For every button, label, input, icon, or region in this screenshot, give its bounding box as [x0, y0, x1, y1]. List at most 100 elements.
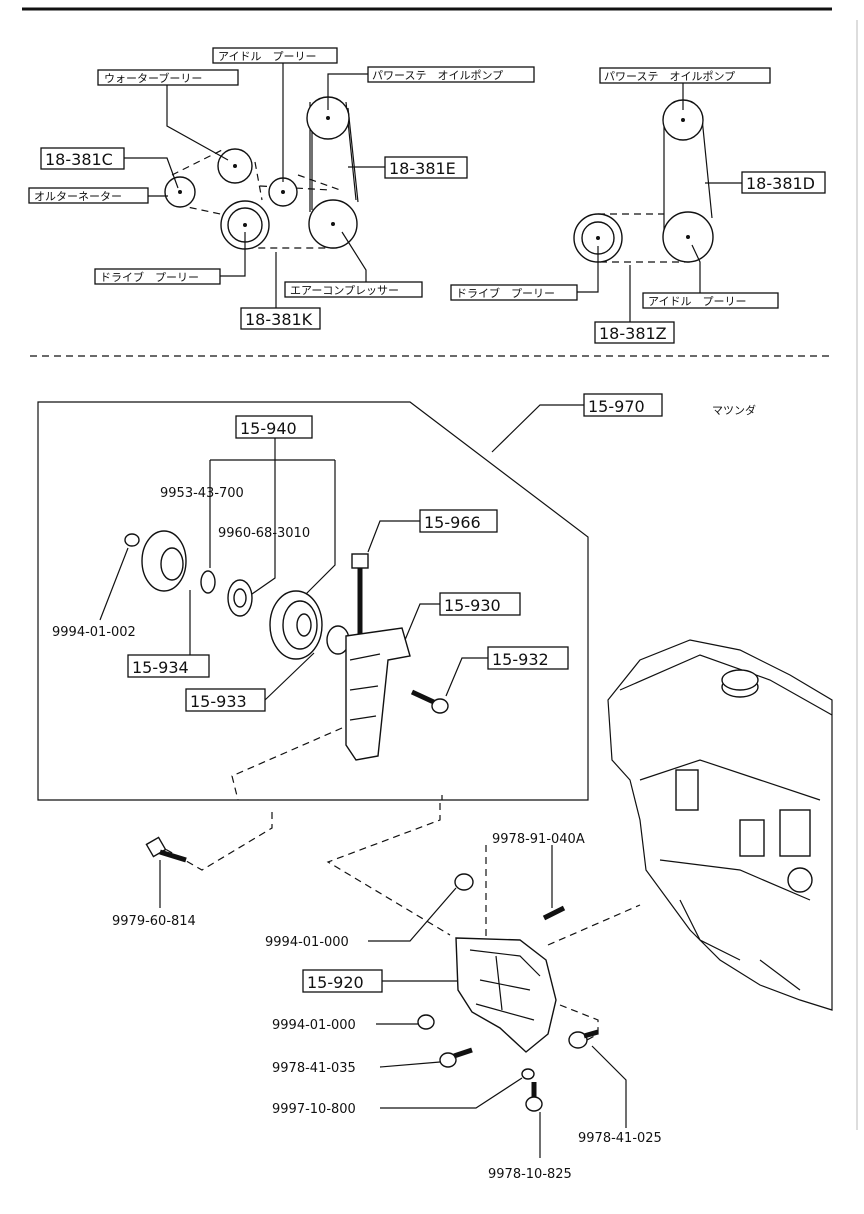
air-compressor-pulley-center — [331, 222, 335, 226]
label-box-drive-pulley-right — [450, 284, 578, 301]
label-box-water-pump — [97, 69, 239, 86]
label-power-steering-right: パワーステ オイルポンプ — [604, 70, 735, 83]
label-drive-pulley-right: ドライブ プーリー — [456, 286, 555, 300]
label-drive-pulley: ドライブ プーリー — [100, 270, 199, 284]
snap-ring — [200, 570, 216, 594]
pin-head — [431, 698, 449, 714]
leader-15-933 — [264, 652, 315, 701]
bolt-lower-head — [439, 1052, 457, 1068]
oil-filler-cap-top — [721, 669, 759, 691]
leader-15-932 — [445, 657, 488, 697]
ref-box-18-381C — [40, 147, 125, 170]
pn-snap-ring: 9953-43-700 — [160, 486, 244, 501]
label-alternator: オルターネーター — [34, 190, 122, 203]
ref-18-381K: 18-381K — [245, 310, 313, 329]
bolt-left-shank — [159, 849, 187, 863]
power-steering-pulley-center — [326, 116, 330, 120]
label-power-steering: パワーステ オイルポンプ — [372, 69, 503, 82]
engine-port — [787, 867, 813, 893]
pn-bolt-bottom: 9978-10-825 — [488, 1167, 572, 1182]
pn-bolt-right: 9978-41-025 — [578, 1131, 662, 1146]
leader-15-970 — [491, 404, 584, 453]
engine-detail-lines — [619, 654, 833, 901]
drive-pulley-center — [243, 223, 247, 227]
alternator-belt — [171, 149, 263, 216]
leader-nut-top — [368, 887, 457, 942]
ref-15-920: 15-920 — [307, 973, 364, 992]
label-box-alternator — [28, 187, 149, 204]
ref-15-933: 15-933 — [190, 692, 247, 711]
power-steering-belt-right — [663, 117, 713, 232]
idler-pulley-center — [281, 190, 285, 194]
bearing-inner — [233, 588, 247, 608]
nut-mid — [417, 1014, 435, 1030]
label-box-air-compressor — [284, 281, 423, 298]
drive-pulley-right-center — [596, 236, 600, 240]
label-idler-right: アイドル プーリー — [648, 295, 746, 308]
ref-15-932: 15-932 — [492, 650, 549, 669]
ref-18-381Z: 18-381Z — [599, 324, 667, 343]
pn-bolt-left: 9979-60-814 — [112, 914, 196, 929]
belt-diagram-left: アイドル プーリー ウォーターブーリー パワーステ オイルポンプ 18-381C… — [28, 47, 535, 330]
leader-18-381C — [124, 157, 179, 189]
bolt-lower-shank — [453, 1047, 473, 1059]
ref-box-15-930 — [439, 592, 521, 616]
small-nut — [124, 533, 140, 547]
engine-boss-2 — [739, 819, 765, 857]
leader-power-steering — [327, 73, 368, 110]
ref-box-18-381D — [741, 171, 826, 194]
bolt-right-shank — [583, 1029, 599, 1039]
ref-box-15-933 — [185, 688, 266, 712]
assembly-dash-upper — [231, 727, 443, 801]
ref-15-934: 15-934 — [132, 658, 189, 677]
idler-bracket — [345, 627, 411, 761]
label-box-drive-pulley — [94, 268, 221, 285]
bolt-bottom-head — [525, 1096, 543, 1112]
cover-plate-hub — [160, 547, 184, 581]
leader-drive-pulley-right — [577, 246, 599, 293]
leader-washer-lower — [380, 1077, 523, 1109]
washer-lower — [521, 1068, 535, 1080]
label-idler: アイドル プーリー — [218, 50, 316, 63]
leader-bolt-right — [591, 1045, 627, 1128]
bracket-15-940 — [209, 438, 336, 599]
ref-18-381C: 18-381C — [45, 150, 113, 169]
ref-15-930: 15-930 — [444, 596, 501, 615]
belt-diagram-right: パワーステ オイルポンプ 18-381D ドライブ プーリー アイドル プーリー… — [450, 67, 826, 344]
pn-nut-small: 9994-01-002 — [52, 625, 136, 640]
ref-15-970: 15-970 — [588, 397, 645, 416]
leader-nut-small — [99, 547, 129, 621]
label-water-pump: ウォーターブーリー — [104, 71, 202, 85]
bolt-head — [351, 553, 369, 569]
pn-washer-lower: 9997-10-800 — [272, 1102, 356, 1117]
alternator-pulley-center — [178, 190, 182, 194]
leader-drive-pulley — [220, 232, 246, 277]
leader-idler-right — [691, 244, 701, 300]
brand-note: マツンダ — [712, 403, 756, 417]
label-box-idler-right — [642, 292, 779, 309]
engine-boss-3 — [779, 809, 811, 857]
ref-box-15-932 — [487, 646, 569, 670]
pn-nut-mid: 9994-01-000 — [272, 1018, 356, 1033]
pn-bearing: 9960-68-3010 — [218, 526, 310, 541]
pn-nut-top: 9994-01-000 — [265, 935, 349, 950]
ref-box-15-940 — [235, 415, 313, 439]
ref-box-15-966 — [419, 509, 498, 533]
ref-box-15-970 — [583, 393, 663, 417]
label-box-idler — [212, 47, 338, 64]
stud — [542, 905, 566, 921]
mount-bracket — [455, 937, 557, 1053]
ref-box-18-381E — [384, 156, 468, 179]
pn-stud: 9978-91-040A — [492, 832, 585, 847]
engine-lower-detail — [679, 899, 801, 991]
engine-boss-1 — [675, 769, 699, 811]
ref-box-18-381Z — [594, 321, 675, 344]
drive-belt-right — [598, 213, 690, 263]
label-box-power-steering — [367, 66, 535, 83]
leader-bolt-lower — [379, 1061, 441, 1068]
idler-bracket-detail — [349, 653, 381, 721]
nut-top — [454, 873, 474, 891]
leader-15-966 — [367, 520, 420, 553]
leader-water-pump — [166, 84, 229, 161]
